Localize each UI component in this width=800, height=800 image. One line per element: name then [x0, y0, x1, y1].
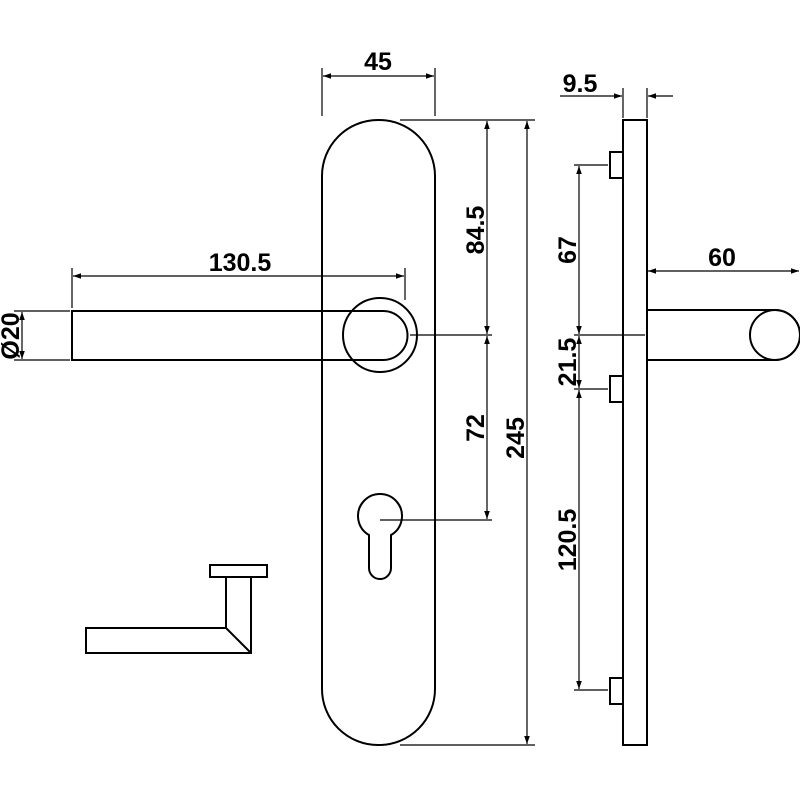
- dim-label-lever-to-cylinder: 72: [462, 414, 490, 442]
- dim-label-lever-to-middle-fixing: 21.5: [554, 338, 582, 387]
- cylinder-keyhole: [357, 492, 403, 580]
- sketch-lever: [85, 577, 252, 654]
- sketch-rose: [209, 564, 268, 578]
- fixing-stud-middle: [609, 375, 624, 403]
- dim-label-plate-width: 45: [364, 48, 392, 76]
- fixing-stud-bottom: [609, 677, 624, 705]
- side-view: 9.5 60 67 21.5 120.5: [554, 70, 800, 746]
- side-plate: [622, 119, 648, 746]
- dim-label-plate-height: 245: [502, 417, 530, 459]
- backplate: [321, 119, 436, 746]
- lever-sketch: [85, 564, 268, 654]
- front-view: 45 130.5 Ø20 84.5 72 245: [0, 48, 535, 746]
- dim-label-upper-fixing: 67: [554, 236, 582, 264]
- dim-label-plate-thickness: 9.5: [563, 70, 598, 98]
- dim-label-middle-to-lower-fixing: 120.5: [554, 509, 582, 572]
- dim-label-lever-diameter: Ø20: [0, 312, 25, 359]
- fixing-stud-top: [609, 151, 624, 179]
- side-lever: [647, 309, 800, 361]
- dim-label-lever-length: 130.5: [209, 249, 272, 277]
- dim-label-lever-to-top: 84.5: [462, 206, 490, 255]
- side-lever-end: [749, 309, 800, 361]
- dim-label-lever-projection: 60: [708, 244, 736, 272]
- lever: [71, 310, 409, 361]
